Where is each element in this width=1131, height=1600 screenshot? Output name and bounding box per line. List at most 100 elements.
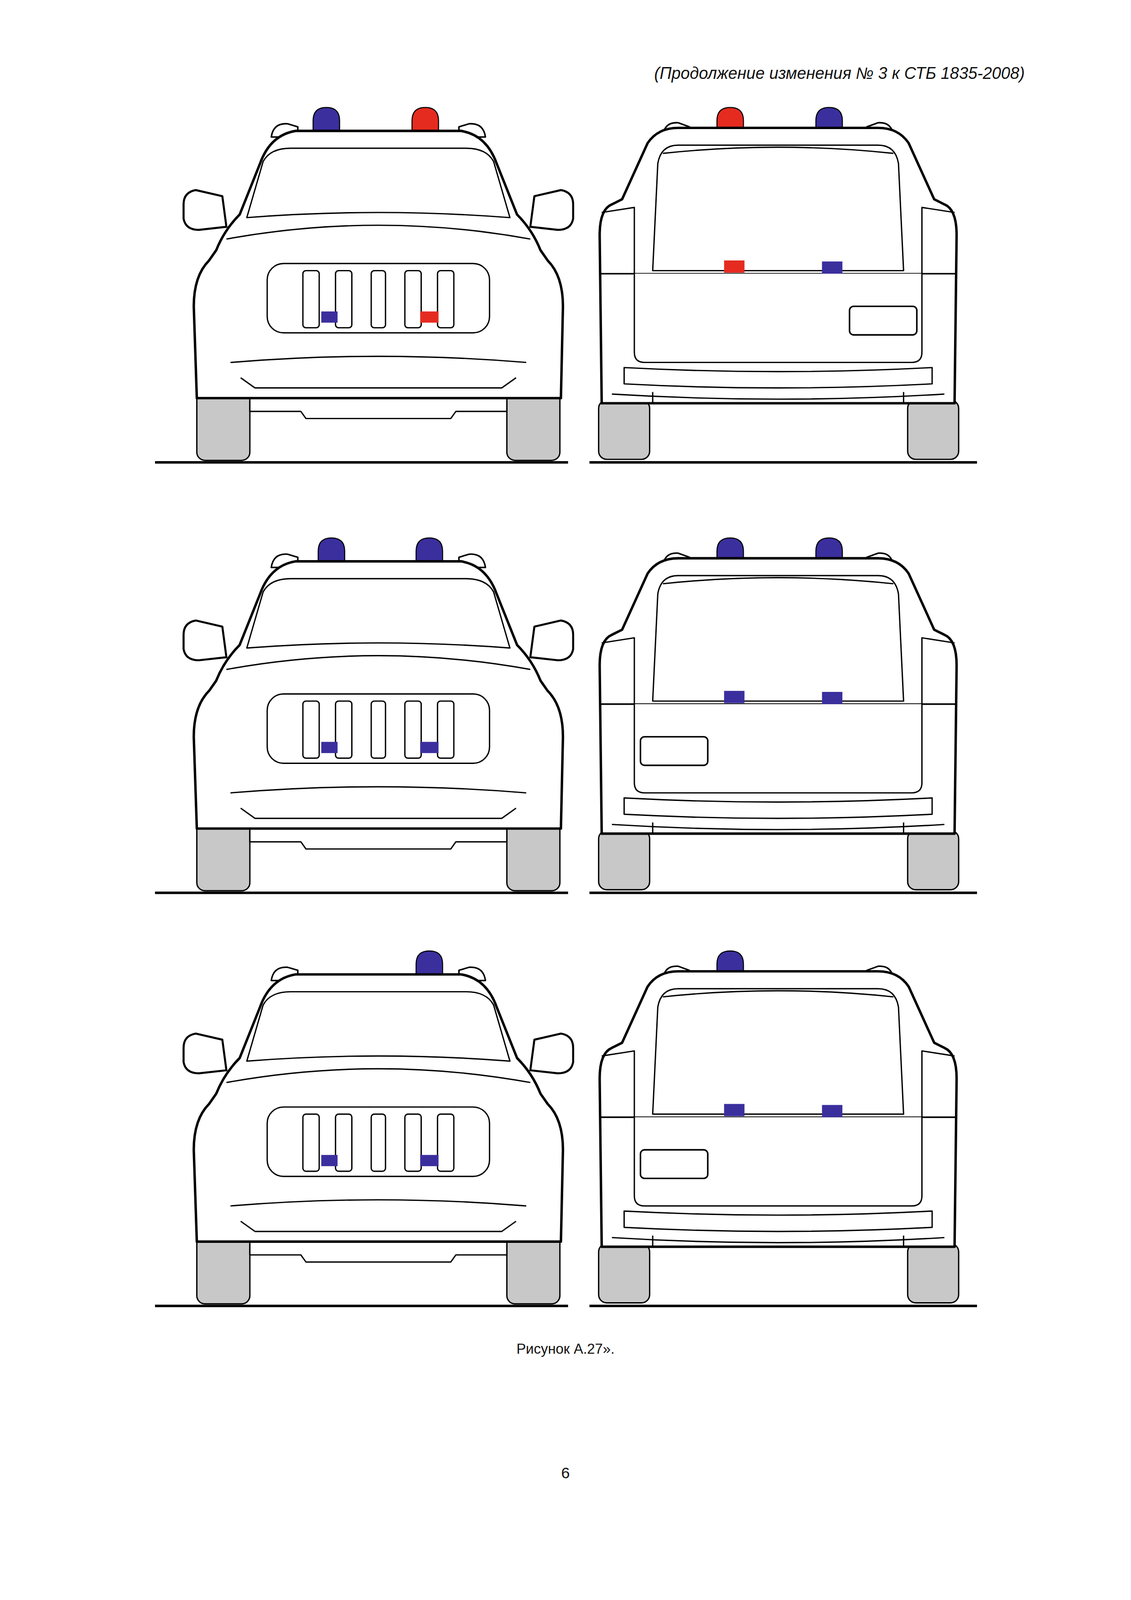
beacon-light [313, 107, 340, 131]
spoiler-line [663, 147, 894, 154]
beacon-light [318, 537, 345, 561]
tow-mount [652, 822, 904, 834]
body-outline [193, 130, 564, 399]
ground-line [155, 1304, 569, 1308]
grille-bar [335, 700, 353, 758]
tailgate [634, 1116, 923, 1206]
body-outline [599, 127, 957, 404]
mirror [530, 190, 574, 230]
grille [267, 1106, 490, 1177]
signal-lamp [821, 691, 843, 705]
running-header: (Продолжение изменения № 3 к СТБ 1835-20… [653, 63, 1025, 84]
ground-line [589, 461, 978, 464]
bumper-line [230, 356, 527, 363]
signal-lamp [821, 1105, 843, 1118]
body-outline [599, 558, 957, 834]
windshield [246, 578, 510, 649]
signal-lamp [420, 1154, 439, 1167]
spoiler-line [663, 990, 894, 997]
tail-lamp [601, 637, 635, 704]
tailgate [634, 273, 923, 363]
wheel [197, 390, 250, 461]
wheel [907, 1243, 959, 1303]
beacon-light [411, 107, 439, 131]
grille-bar [371, 270, 386, 328]
grille-bar [437, 1114, 454, 1172]
signal-lamp [724, 690, 745, 704]
grille-bar [404, 1114, 422, 1172]
tail-lamp [922, 207, 955, 274]
bumper-line [240, 1221, 517, 1232]
wheel [506, 1234, 560, 1304]
wheel [598, 1243, 650, 1303]
hood-line [226, 655, 530, 670]
license-plate [640, 1149, 708, 1179]
grille-bar [302, 1114, 320, 1172]
page-number: 6 [0, 1463, 1131, 1482]
windshield [246, 148, 510, 218]
bumper [624, 1210, 933, 1232]
mirror [530, 620, 574, 660]
rear-view [589, 950, 978, 1306]
tail-lamp [601, 207, 635, 274]
signal-lamp [420, 311, 439, 323]
signal-lamp [420, 741, 439, 754]
grille-bar [371, 1114, 386, 1172]
signal-lamp [724, 1103, 745, 1116]
ground-line [155, 461, 569, 464]
bumper-line [230, 786, 527, 793]
bumper-line [612, 824, 945, 830]
license-plate [849, 306, 918, 336]
bumper [624, 367, 933, 389]
bumper-line [612, 394, 945, 400]
ground-line [155, 891, 569, 895]
bumper-line [230, 1199, 527, 1206]
tow-mount [652, 1235, 904, 1247]
wheel [907, 830, 959, 890]
mirror [183, 1033, 227, 1074]
mirror [183, 190, 227, 230]
wheel [506, 821, 560, 891]
grille-bar [404, 700, 422, 758]
rear-window [652, 145, 904, 271]
mirror [183, 620, 227, 660]
grille-bar [335, 1114, 353, 1172]
license-plate [640, 736, 708, 766]
tow-mount [652, 392, 904, 404]
grille-bar [335, 270, 353, 328]
grille-bar [404, 270, 422, 328]
hood-line [226, 225, 530, 239]
front-view [155, 950, 574, 1306]
wheel [907, 399, 959, 460]
rear-window [652, 988, 904, 1115]
front-view [155, 537, 574, 893]
front-view [155, 107, 574, 463]
tail-lamp [922, 1050, 955, 1117]
bumper-line [240, 808, 517, 819]
beacon-light [415, 537, 443, 561]
hood-line [226, 1068, 530, 1083]
body-outline [193, 561, 564, 829]
skid-plate [249, 399, 508, 419]
grille-bar [437, 270, 454, 328]
rear-view [589, 537, 978, 893]
ground-line [589, 891, 978, 895]
rear-view [589, 107, 978, 463]
bumper [624, 798, 933, 819]
signal-lamp [321, 311, 338, 323]
tail-lamp [601, 1050, 635, 1117]
bumper-line [240, 377, 517, 388]
skid-plate [249, 1243, 508, 1262]
wheel [197, 821, 250, 891]
signal-lamp [321, 1154, 338, 1167]
grille [267, 693, 490, 763]
body-outline [599, 971, 957, 1247]
wheel [506, 390, 560, 461]
mirror [530, 1033, 574, 1074]
grille [267, 263, 490, 333]
grille-bar [302, 270, 320, 328]
beacon-light [415, 950, 443, 975]
figure-caption: Рисунок А.27». [0, 1340, 1131, 1358]
bumper-line [612, 1237, 945, 1243]
